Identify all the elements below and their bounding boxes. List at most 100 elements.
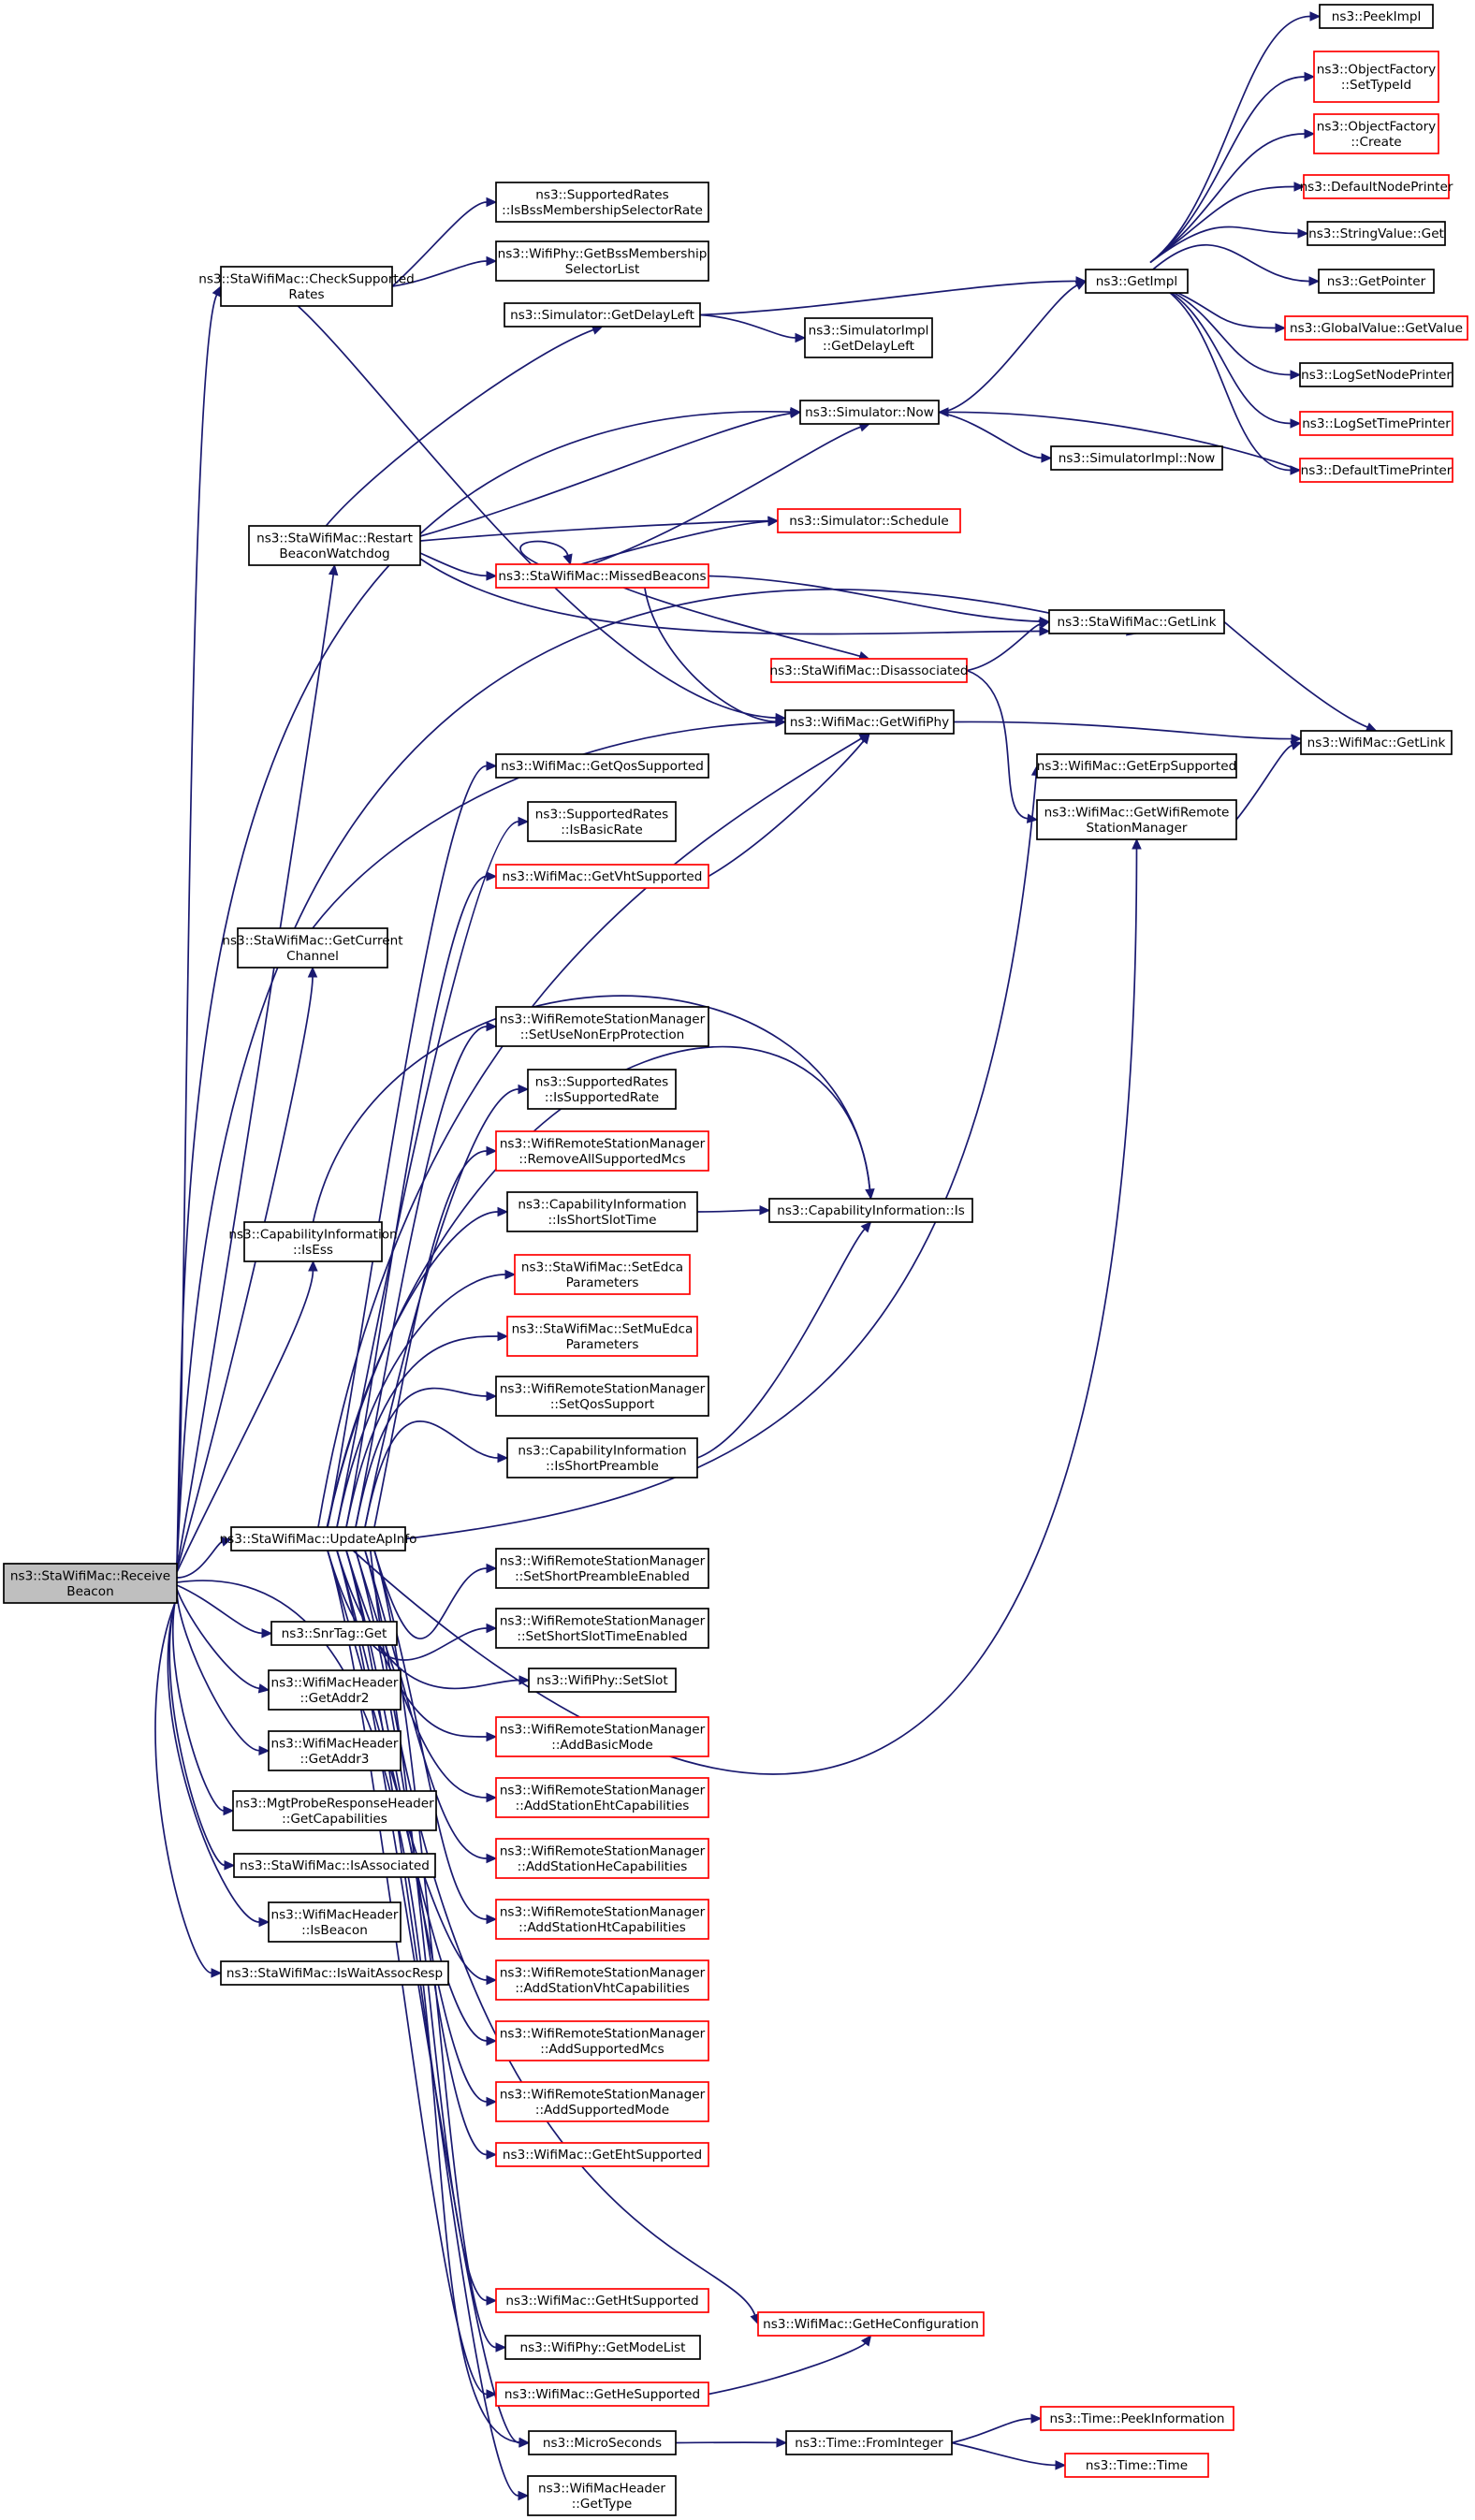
node-get-capabilities[interactable]: ns3::MgtProbeResponseHeader::GetCapabili… xyxy=(232,1790,437,1831)
arrowhead xyxy=(759,1204,771,1216)
node-missed-beacons[interactable]: ns3::StaWifiMac::MissedBeacons xyxy=(495,563,709,589)
arrowhead xyxy=(223,1805,235,1816)
node-get-wifi-phy[interactable]: ns3::WifiMac::GetWifiPhy xyxy=(784,709,955,735)
edge-ua-setedcaparameters xyxy=(336,1269,517,1528)
node-label-line: ns3::StaWifiMac::Disassociated xyxy=(769,663,968,678)
node-add-station-he-capabilities[interactable]: ns3::WifiRemoteStationManager::AddStatio… xyxy=(495,1838,709,1879)
node-box xyxy=(1085,269,1189,294)
edge-ua-setshortpreambleenabled xyxy=(373,1550,498,1639)
node-is-short-slot-time[interactable]: ns3::CapabilityInformation::IsShortSlotT… xyxy=(506,1191,698,1232)
node-get-bss-membership-selector-list[interactable]: ns3::WifiPhy::GetBssMembershipSelectorLi… xyxy=(495,240,709,282)
node-label-line: Beacon xyxy=(66,1584,113,1599)
node-wifi-mac-get-link[interactable]: ns3::WifiMac::GetLink xyxy=(1300,730,1453,755)
node-time-peek-information[interactable]: ns3::Time::PeekInformation xyxy=(1040,2406,1234,2431)
node-get-addr3[interactable]: ns3::WifiMacHeader::GetAddr3 xyxy=(268,1730,402,1771)
arrowhead xyxy=(1297,228,1309,239)
node-sta-get-link[interactable]: ns3::StaWifiMac::GetLink xyxy=(1048,609,1225,634)
node-get-mode-list[interactable]: ns3::WifiPhy::GetModeList xyxy=(504,2335,701,2360)
node-get-ht-supported[interactable]: ns3::WifiMac::GetHtSupported xyxy=(495,2288,709,2313)
node-is-supported-rate[interactable]: ns3::SupportedRates::IsSupportedRate xyxy=(527,1069,677,1110)
node-add-supported-mode[interactable]: ns3::WifiRemoteStationManager::AddSuppor… xyxy=(495,2081,709,2122)
node-update-ap-info[interactable]: ns3::StaWifiMac::UpdateApInfo xyxy=(220,1526,417,1551)
node-time-from-integer[interactable]: ns3::Time::FromInteger xyxy=(785,2430,953,2455)
node-log-set-time-printer[interactable]: ns3::LogSetTimePrinter xyxy=(1299,411,1453,436)
node-box xyxy=(527,801,677,842)
node-simulator-now[interactable]: ns3::Simulator::Now xyxy=(799,400,940,425)
edge-root-getcapabilities xyxy=(171,1592,235,1816)
node-snr-tag-get[interactable]: ns3::SnrTag::Get xyxy=(270,1621,398,1646)
node-remove-all-supported-mcs[interactable]: ns3::WifiRemoteStationManager::RemoveAll… xyxy=(495,1130,709,1172)
edge-line xyxy=(1149,226,1299,264)
node-time-time[interactable]: ns3::Time::Time xyxy=(1064,2453,1209,2478)
arrowhead xyxy=(486,1623,498,1634)
node-box xyxy=(785,2430,953,2455)
node-is-beacon[interactable]: ns3::WifiMacHeader::IsBeacon xyxy=(268,1901,402,1943)
node-micro-seconds[interactable]: ns3::MicroSeconds xyxy=(528,2430,677,2455)
node-string-value-get[interactable]: ns3::StringValue::Get xyxy=(1307,221,1446,246)
node-get-he-supported[interactable]: ns3::WifiMac::GetHeSupported xyxy=(495,2382,709,2407)
node-is-ess[interactable]: ns3::CapabilityInformation::IsEss xyxy=(228,1221,398,1262)
node-get-impl[interactable]: ns3::GetImpl xyxy=(1085,269,1189,294)
node-get-vht-supported[interactable]: ns3::WifiMac::GetVhtSupported xyxy=(495,864,709,889)
node-box xyxy=(804,317,933,358)
node-box xyxy=(1064,2453,1209,2478)
node-add-supported-mcs[interactable]: ns3::WifiRemoteStationManager::AddSuppor… xyxy=(495,2020,709,2061)
node-peek-impl[interactable]: ns3::PeekImpl xyxy=(1319,4,1434,29)
edge-line xyxy=(312,721,777,929)
node-add-station-vht-capabilities[interactable]: ns3::WifiRemoteStationManager::AddStatio… xyxy=(495,1959,709,2001)
arrowhead xyxy=(257,1683,270,1694)
edge-line xyxy=(336,1550,520,1690)
node-global-value-get-value[interactable]: ns3::GlobalValue::GetValue xyxy=(1284,315,1468,341)
node-label-line: ::AddStationEhtCapabilities xyxy=(516,1799,690,1814)
edge-gvs-getwifiphy xyxy=(708,733,870,878)
node-is-wait-assoc-resp[interactable]: ns3::StaWifiMac::IsWaitAssocResp xyxy=(220,1960,449,1986)
node-label-line: ::IsBeacon xyxy=(301,1923,368,1938)
node-simulator-schedule[interactable]: ns3::Simulator::Schedule xyxy=(777,508,961,533)
node-set-type-id[interactable]: ns3::ObjectFactory::SetTypeId xyxy=(1313,51,1439,103)
node-get-eht-supported[interactable]: ns3::WifiMac::GetEhtSupported xyxy=(495,2142,709,2167)
node-capability-is[interactable]: ns3::CapabilityInformation::Is xyxy=(768,1198,973,1223)
node-wifi-phy-set-slot[interactable]: ns3::WifiPhy::SetSlot xyxy=(528,1668,677,1693)
node-set-use-non-erp-protection[interactable]: ns3::WifiRemoteStationManager::SetUseNon… xyxy=(495,1006,709,1047)
node-label-line: ns3::SimulatorImpl::Now xyxy=(1059,451,1216,466)
node-get-qos-supported[interactable]: ns3::WifiMac::GetQosSupported xyxy=(495,753,709,779)
node-set-qos-support[interactable]: ns3::WifiRemoteStationManager::SetQosSup… xyxy=(495,1376,709,1417)
node-add-basic-mode[interactable]: ns3::WifiRemoteStationManager::AddBasicM… xyxy=(495,1716,709,1757)
edge-rbw-simulatornow xyxy=(419,408,802,537)
node-get-erp-supported[interactable]: ns3::WifiMac::GetErpSupported xyxy=(1036,753,1237,779)
node-get-pointer[interactable]: ns3::GetPointer xyxy=(1318,269,1435,294)
node-get-wifi-remote-station-manager[interactable]: ns3::WifiMac::GetWifiRemoteStationManage… xyxy=(1036,799,1237,840)
node-add-station-eht-capabilities[interactable]: ns3::WifiRemoteStationManager::AddStatio… xyxy=(495,1777,709,1818)
node-box xyxy=(1299,362,1453,387)
edge-gdl-getimpl xyxy=(699,276,1088,316)
edge-root-updateapinfo xyxy=(176,1537,233,1579)
node-object-factory-create[interactable]: ns3::ObjectFactory::Create xyxy=(1313,113,1439,154)
node-disassociated[interactable]: ns3::StaWifiMac::Disassociated xyxy=(769,658,969,683)
node-get-delay-left[interactable]: ns3::Simulator::GetDelayLeft xyxy=(504,302,701,328)
edge-getimpl-getpointer xyxy=(1149,243,1321,286)
node-get-addr2[interactable]: ns3::WifiMacHeader::GetAddr2 xyxy=(268,1669,402,1711)
node-log-set-node-printer[interactable]: ns3::LogSetNodePrinter xyxy=(1299,362,1453,387)
node-default-node-printer[interactable]: ns3::DefaultNodePrinter xyxy=(1300,174,1453,199)
node-is-short-preamble[interactable]: ns3::CapabilityInformation::IsShortPream… xyxy=(506,1437,698,1478)
arrowhead xyxy=(860,1221,872,1233)
node-set-short-preamble-enabled[interactable]: ns3::WifiRemoteStationManager::SetShortP… xyxy=(495,1548,709,1589)
node-is-associated[interactable]: ns3::StaWifiMac::IsAssociated xyxy=(233,1853,436,1878)
node-label-line: ns3::StaWifiMac::Receive xyxy=(10,1568,170,1583)
node-get-he-configuration[interactable]: ns3::WifiMac::GetHeConfiguration xyxy=(757,2311,985,2337)
node-is-basic-rate[interactable]: ns3::SupportedRates::IsBasicRate xyxy=(527,801,677,842)
node-sim-impl-now[interactable]: ns3::SimulatorImpl::Now xyxy=(1050,445,1223,471)
node-get-type[interactable]: ns3::WifiMacHeader::GetType xyxy=(527,2475,677,2516)
node-default-time-printer[interactable]: ns3::DefaultTimePrinter xyxy=(1299,458,1453,483)
node-set-short-slot-time-enabled[interactable]: ns3::WifiRemoteStationManager::SetShortS… xyxy=(495,1608,709,1649)
node-box xyxy=(495,1899,709,1940)
node-add-station-ht-capabilities[interactable]: ns3::WifiRemoteStationManager::AddStatio… xyxy=(495,1899,709,1940)
node-is-bss-membership-selector-rate[interactable]: ns3::SupportedRates::IsBssMembershipSele… xyxy=(495,182,709,223)
node-sim-impl-get-delay-left[interactable]: ns3::SimulatorImpl::GetDelayLeft xyxy=(804,317,933,358)
arrowhead xyxy=(328,563,339,576)
